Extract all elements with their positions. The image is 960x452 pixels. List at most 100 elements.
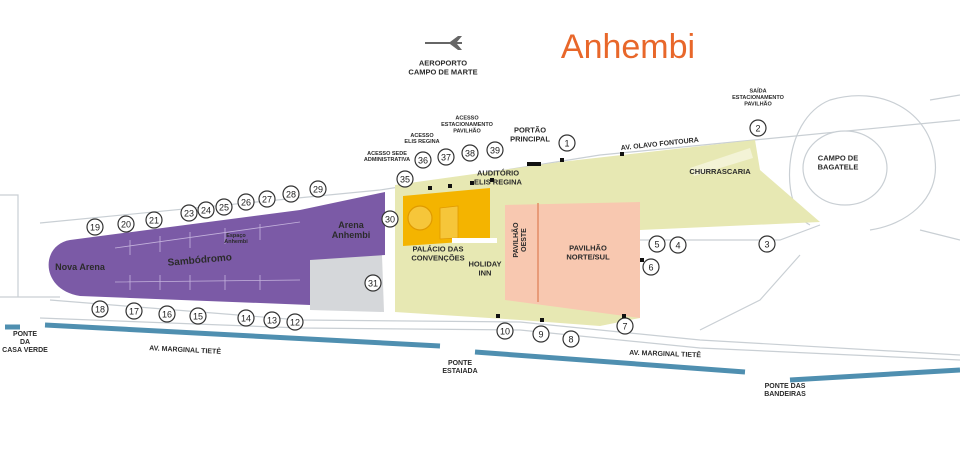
label-line: ADMINISTRATIVA	[364, 157, 410, 163]
gate-circle	[215, 198, 233, 216]
entrance-marker	[470, 181, 474, 185]
gate-37[interactable]: 37	[437, 148, 455, 166]
label-line: BANDEIRAS	[764, 391, 806, 398]
sambodromo-lines	[114, 221, 301, 290]
gate-10[interactable]: 10	[496, 322, 514, 340]
gate-7[interactable]: 7	[616, 317, 634, 335]
gate-circle	[180, 204, 198, 222]
gate-circle	[286, 313, 304, 331]
gate-19[interactable]: 19	[86, 218, 104, 236]
gate-number: 13	[267, 316, 277, 326]
gate-24[interactable]: 24	[197, 201, 215, 219]
gate-circle	[749, 119, 767, 137]
label-line: PORTÃO	[514, 126, 546, 135]
gate-13[interactable]: 13	[263, 311, 281, 329]
label-line: OESTE	[521, 228, 528, 252]
gate-6[interactable]: 6	[642, 258, 660, 276]
gate-1[interactable]: 1	[558, 134, 576, 152]
gate-12[interactable]: 12	[286, 313, 304, 331]
label-line: ACESSO	[410, 133, 434, 139]
label-line: ESTAIADA	[442, 368, 477, 375]
gate-26[interactable]: 26	[237, 193, 255, 211]
label-line: DA	[20, 339, 30, 346]
gate-20[interactable]: 20	[117, 215, 135, 233]
gate-number: 12	[290, 318, 300, 328]
gate-25[interactable]: 25	[215, 198, 233, 216]
label-line: PAVILHÃO	[569, 244, 607, 253]
gate-circle	[364, 274, 382, 292]
gate-circle	[197, 201, 215, 219]
label-line: ESTACIONAMENTO	[441, 122, 493, 128]
gate-3[interactable]: 3	[758, 235, 776, 253]
gate-number: 19	[90, 223, 100, 233]
gate-number: 8	[568, 335, 573, 345]
gate-2[interactable]: 2	[749, 119, 767, 137]
airplane-icon	[425, 36, 462, 50]
gate-35[interactable]: 35	[396, 170, 414, 188]
gate-number: 17	[129, 307, 139, 317]
gate-8[interactable]: 8	[562, 330, 580, 348]
gate-circle	[669, 236, 687, 254]
gate-4[interactable]: 4	[669, 236, 687, 254]
label-pav-oeste: PAVILHÃOOESTE	[511, 222, 528, 258]
gate-number: 37	[441, 153, 451, 163]
gate-15[interactable]: 15	[189, 307, 207, 325]
gate-14[interactable]: 14	[237, 309, 255, 327]
label-line: SAÍDA	[749, 87, 766, 95]
gate-circle	[642, 258, 660, 276]
sambodromo-area	[48, 192, 386, 305]
label-line: PONTE	[13, 331, 37, 338]
label-line: Arena	[338, 220, 365, 230]
label-line: ELIS REGINA	[474, 177, 523, 186]
gate-18[interactable]: 18	[91, 300, 109, 318]
gate-39[interactable]: 39	[486, 141, 504, 159]
gate-circle	[486, 141, 504, 159]
gate-27[interactable]: 27	[258, 190, 276, 208]
gate-17[interactable]: 17	[125, 302, 143, 320]
gate-9[interactable]: 9	[532, 325, 550, 343]
gate-circle	[532, 325, 550, 343]
gate-number: 2	[755, 124, 760, 134]
gate-circle	[117, 215, 135, 233]
gate-circle	[237, 309, 255, 327]
gate-29[interactable]: 29	[309, 180, 327, 198]
gate-number: 18	[95, 305, 105, 315]
label-line: PAVILHÃO	[453, 127, 481, 134]
gate-36[interactable]: 36	[414, 151, 432, 169]
gate-30[interactable]: 30	[381, 210, 399, 228]
gate-16[interactable]: 16	[158, 305, 176, 323]
gate-5[interactable]: 5	[648, 235, 666, 253]
label-av-marginal-1: AV. MARGINAL TIETÊ	[149, 343, 222, 356]
label-line: CHURRASCARIA	[689, 167, 751, 176]
gate-number: 16	[162, 310, 172, 320]
gate-28[interactable]: 28	[282, 185, 300, 203]
gate-23[interactable]: 23	[180, 204, 198, 222]
entrance-marker	[622, 314, 626, 318]
gate-number: 4	[675, 241, 680, 251]
label-line: AV. MARGINAL TIETÊ	[149, 343, 222, 356]
gate-number: 36	[418, 156, 428, 166]
entrance-marker	[428, 186, 432, 190]
gate-circle	[237, 193, 255, 211]
gate-number: 38	[465, 149, 475, 159]
gate-circle	[437, 148, 455, 166]
gate-number: 21	[149, 216, 159, 226]
gate-38[interactable]: 38	[461, 144, 479, 162]
gate-21[interactable]: 21	[145, 211, 163, 229]
label-line: ESTACIONAMENTO	[732, 95, 784, 101]
gate-31[interactable]: 31	[364, 274, 382, 292]
label-line: CAMPO DE MARTE	[408, 67, 477, 76]
label-line: CONVENÇÕES	[411, 253, 464, 262]
label-line: CASA VERDE	[2, 347, 48, 354]
gate-circle	[496, 322, 514, 340]
gate-number: 28	[286, 190, 296, 200]
